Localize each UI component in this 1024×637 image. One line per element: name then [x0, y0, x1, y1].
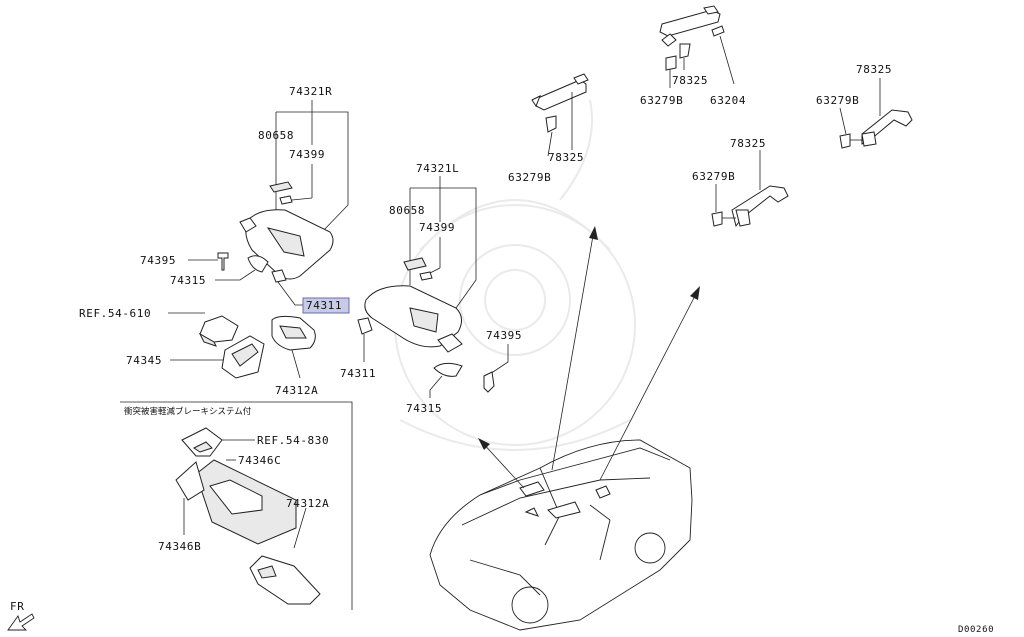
watermark-emblem [394, 99, 636, 451]
mirror-74312A-box-part [249, 555, 321, 605]
sun-visor-right-group: 74321R 80658 74399 74395 74315 74311 [140, 85, 350, 314]
grab-handle-d-part [731, 185, 789, 228]
label-63279B-d: 63279B [692, 170, 735, 183]
label-78325-d: 78325 [730, 137, 766, 150]
grab-handle-b-group: 78325 63279B 63204 [640, 5, 746, 107]
label-74399-right: 74399 [289, 148, 325, 161]
label-74315-left: 74315 [406, 402, 442, 415]
box-title: 衝突被害軽減ブレーキシステム付 [124, 406, 252, 417]
label-74345: 74345 [126, 354, 162, 367]
label-74399-left: 74399 [419, 221, 455, 234]
label-74311-left: 74311 [340, 367, 376, 380]
label-74346B: 74346B [158, 540, 201, 553]
label-74321L: 74321L [416, 162, 459, 175]
sun-visor-left-group: 74321L 80658 74399 74311 74395 74315 [340, 162, 522, 415]
label-ref-54-610: REF.54-610 [79, 307, 151, 320]
label-63279B-a: 63279B [508, 171, 551, 184]
label-74346C: 74346C [238, 454, 281, 467]
label-74312A-top: 74312A [275, 384, 318, 397]
grab-handle-a-part [535, 79, 587, 111]
label-fr: FR [10, 600, 24, 613]
vehicle-outline [429, 226, 700, 631]
label-78325-b: 78325 [672, 74, 708, 87]
label-78325-a: 78325 [548, 151, 584, 164]
label-63279B-c: 63279B [816, 94, 859, 107]
front-indicator: FR [7, 600, 35, 631]
label-74321R: 74321R [289, 85, 332, 98]
front-arrow-icon [7, 613, 35, 631]
label-74395-right: 74395 [140, 254, 176, 267]
label-63279B-b: 63279B [640, 94, 683, 107]
label-74315-right: 74315 [170, 274, 206, 287]
label-74311-highlight: 74311 [306, 299, 342, 312]
grab-handle-a-group: 78325 63279B [508, 73, 589, 184]
grab-handle-d-group: 78325 63279B [692, 137, 789, 228]
label-74395-left: 74395 [486, 329, 522, 342]
label-80658-right: 80658 [258, 129, 294, 142]
label-ref-54-830: REF.54-830 [257, 434, 329, 447]
collision-mitigation-box: 衝突被害軽減ブレーキシステム付 REF.54-830 74346C 74346B… [120, 401, 353, 610]
highlighted-part-74311[interactable] [302, 297, 350, 314]
grab-handle-c-group: 78325 63279B [816, 63, 913, 149]
label-63204: 63204 [710, 94, 746, 107]
console-group: REF.54-610 74345 74312A [79, 307, 318, 397]
label-74312A-box: 74312A [286, 497, 329, 510]
diagram-code: D00260 [958, 625, 994, 635]
label-78325-c: 78325 [856, 63, 892, 76]
label-80658-left: 80658 [389, 204, 425, 217]
label-plate-part [269, 181, 293, 193]
